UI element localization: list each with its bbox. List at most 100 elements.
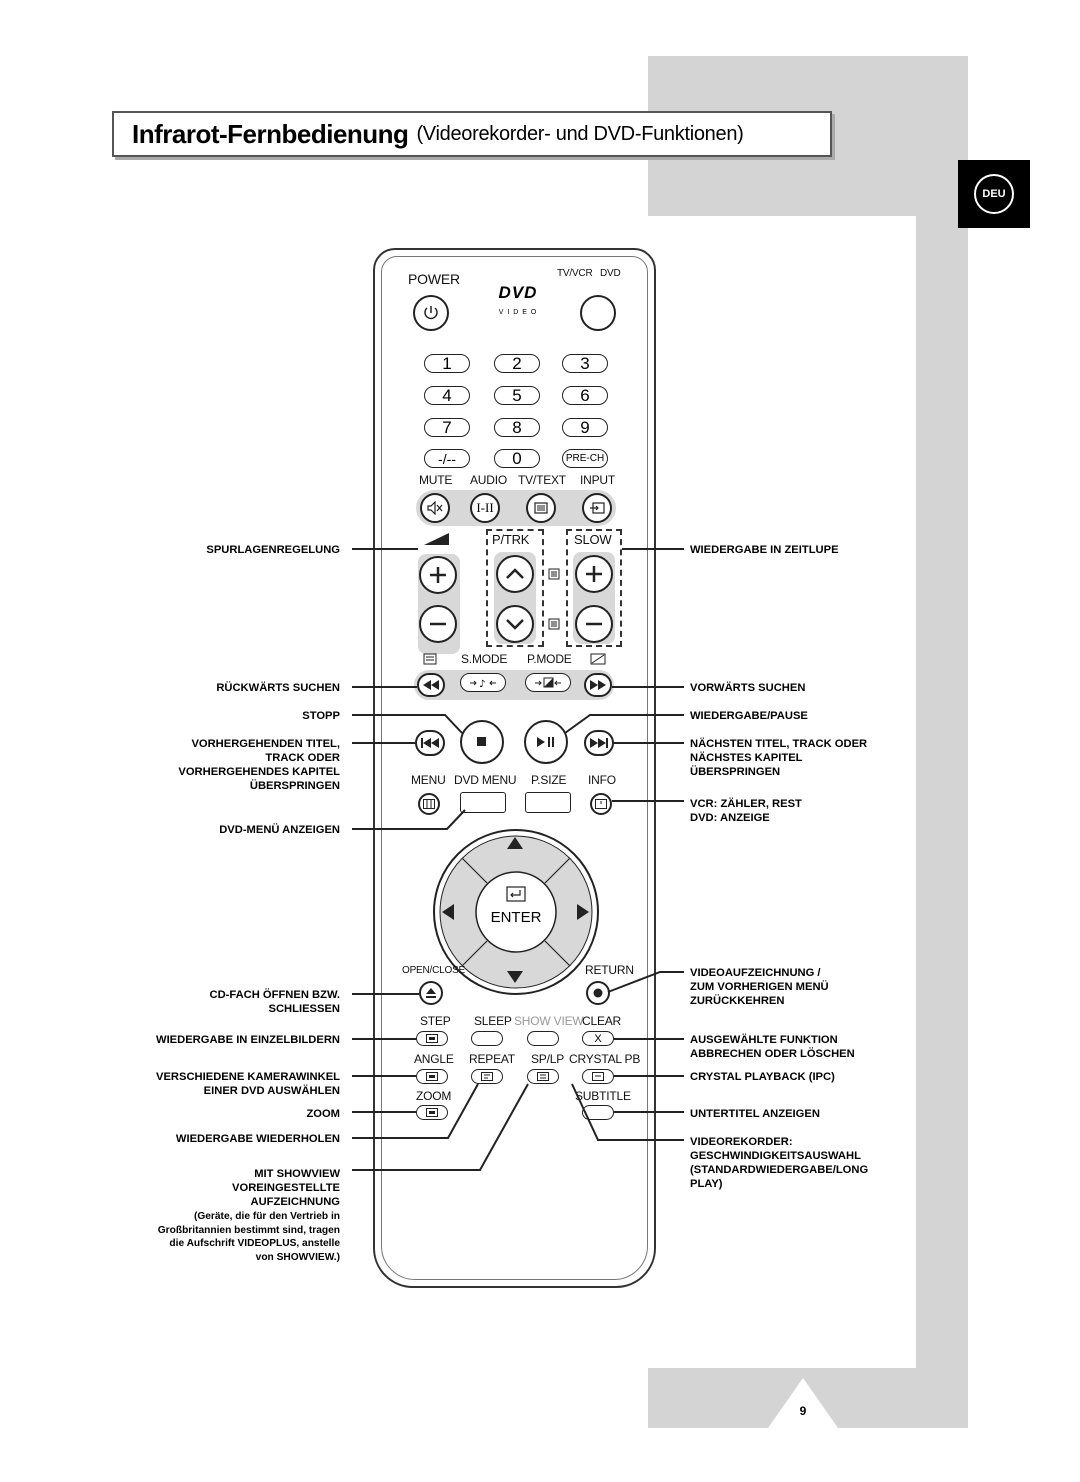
volume-up-button[interactable] [419,556,457,594]
digit-3-button[interactable]: 3 [562,354,608,373]
nav-up-button[interactable] [505,836,525,852]
volume-down-button[interactable] [419,605,457,643]
zoom-icon [426,1108,438,1117]
ptrk-up-button[interactable] [496,555,534,593]
svg-text:♪: ♪ [479,679,485,689]
subtitle-button[interactable] [582,1105,614,1120]
rewind-button[interactable] [417,673,445,697]
nav-left-button[interactable] [441,902,457,922]
arrow-left-icon [442,904,454,920]
open-close-label: OPEN/CLOSE [402,965,466,976]
p-mode-button[interactable] [525,673,571,692]
step-button[interactable] [416,1031,448,1046]
show-view-button[interactable] [527,1031,559,1046]
callout-angle-line-2: EINER DVD AUSWÄHLEN [203,1085,340,1097]
digit-4-button[interactable]: 4 [424,386,470,405]
digit-8-button[interactable]: 8 [494,418,540,437]
previous-button[interactable] [415,730,445,756]
power-button[interactable] [413,295,449,331]
minus-icon [430,622,446,626]
sp-lp-button[interactable] [527,1069,559,1084]
page-title-box: Infrarot-Fernbedienung (Videorekorder- u… [112,111,832,157]
slow-minus-button[interactable] [575,605,613,643]
callout-angle-line-1: VERSCHIEDENE KAMERAWINKEL [156,1071,340,1083]
menu-label: MENU [411,773,446,787]
info-button[interactable] [590,793,612,815]
fast-forward-button[interactable] [584,673,612,697]
repeat-button[interactable] [471,1069,503,1084]
subtitle-text-icon [423,653,437,665]
sp-lp-label: SP/LP [531,1052,565,1066]
enter-button[interactable]: ENTER [482,886,550,936]
audio-button[interactable]: I-II [470,493,500,523]
p-size-button[interactable] [525,792,571,813]
ptrk-down-button[interactable] [496,605,534,643]
stop-button[interactable] [460,720,504,764]
showview-note-line-1: (Geräte, die für den Vertrieb in [193,1211,340,1222]
zoom-label: ZOOM [416,1089,452,1103]
crystal-pb-button[interactable] [582,1069,614,1084]
tv-vcr-dvd-toggle-button[interactable] [580,295,616,331]
callout-step: WIEDERGABE IN EINZELBILDERN [156,1034,340,1046]
digit-0-button[interactable]: 0 [494,449,540,468]
slow-label: SLOW [574,532,612,547]
showview-note-line-3: die Aufschrift VIDEOPLUS, anstelle [169,1238,340,1250]
dvd-menu-button[interactable] [460,792,506,813]
s-mode-label: S.MODE [461,652,508,666]
ptrk-label: P/TRK [492,532,530,547]
info-label: INFO [588,773,616,787]
teletext-icon [534,502,548,514]
callout-showview-line-3: AUFZEICHNUNG [250,1196,341,1208]
clear-button[interactable]: X [582,1031,614,1046]
digit-1-button[interactable]: 1 [424,354,470,373]
sound-mode-icon: ♪ [470,679,496,689]
showview-note-line-4: von SHOWVIEW.) [255,1251,340,1263]
arrow-right-icon [577,904,589,920]
nav-right-button[interactable] [576,902,592,922]
page-number-label: 9 [799,1404,807,1418]
picture-icon [590,653,606,665]
page-number: 9 [768,1378,838,1428]
angle-button[interactable] [416,1069,448,1084]
dash-button[interactable]: -/-- [424,449,470,468]
callout-return-line-1: VIDEOAUFZEICHNUNG / [690,967,821,979]
callout-fast-forward: VORWÄRTS SUCHEN [690,682,806,694]
step-icon [426,1034,438,1043]
step-label: STEP [420,1014,451,1028]
tv-text-button[interactable] [526,493,556,523]
callout-showview: MIT SHOWVIEW VOREINGESTELLTE AUFZEICHNUN… [232,1167,340,1209]
slow-plus-button[interactable] [575,555,613,593]
mute-button[interactable] [420,493,450,523]
pre-ch-button[interactable]: PRE-CH [562,449,608,468]
input-button[interactable] [582,493,612,523]
callout-rewind: RÜCKWÄRTS SUCHEN [216,682,340,694]
p-size-label: P.SIZE [531,773,567,787]
remote-control-inner-outline [381,256,648,1280]
sleep-button[interactable] [471,1031,503,1046]
angle-label: ANGLE [414,1052,454,1066]
digit-5-button[interactable]: 5 [494,386,540,405]
zoom-button[interactable] [416,1105,448,1120]
play-pause-button[interactable] [524,720,568,764]
digit-9-button[interactable]: 9 [562,418,608,437]
callout-clear-line-2: ABBRECHEN ODER LÖSCHEN [690,1048,855,1060]
digit-2-button[interactable]: 2 [494,354,540,373]
menu-icon [423,799,435,809]
menu-button[interactable] [418,793,440,815]
callout-open-close-line-1: CD-FACH ÖFFNEN BZW. [209,989,340,1001]
open-close-button[interactable] [419,981,443,1005]
mute-icon [427,501,443,515]
digit-6-button[interactable]: 6 [562,386,608,405]
callout-open-close-line-2: SCHLIESSEN [268,1003,341,1015]
showview-note-line-2: Großbritannien bestimmt sind, tragen [157,1224,340,1236]
nav-down-button[interactable] [505,970,525,986]
next-button[interactable] [584,730,614,756]
chevron-down-icon [506,619,524,630]
arrow-down-icon [507,971,523,983]
return-button[interactable] [586,981,610,1005]
digit-7-button[interactable]: 7 [424,418,470,437]
s-mode-button[interactable]: ♪ [460,673,506,692]
clear-label: CLEAR [582,1014,622,1028]
power-icon [424,306,438,320]
record-dot-icon [593,988,603,998]
